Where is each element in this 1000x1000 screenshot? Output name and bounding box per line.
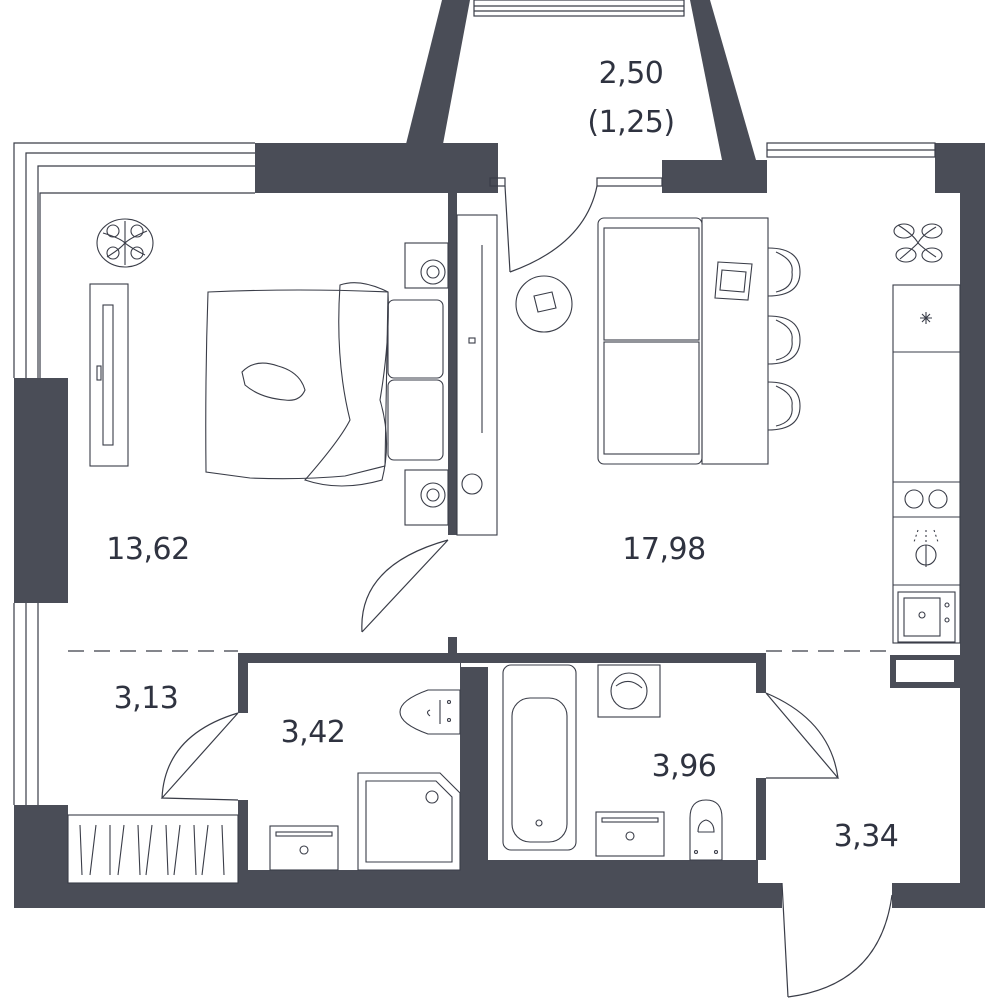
- door-bathroom: [765, 692, 840, 779]
- wall-wc-left-top: [238, 653, 248, 713]
- room-area-balcony: 2,50: [599, 56, 664, 91]
- bathtub-icon: [502, 664, 577, 851]
- plant-icon: [893, 223, 943, 263]
- wall-wc-bottom: [248, 870, 460, 883]
- wall-left-mid: [14, 378, 68, 603]
- wall-top-bedroom: [255, 143, 498, 193]
- nightstand-icon: [404, 242, 449, 526]
- bed-icon: [205, 282, 444, 487]
- laptop-icon: [714, 261, 753, 301]
- room-area-hallway: 3,34: [834, 819, 899, 854]
- area-labels: 2,50 (1,25) 13,62 17,98 3,13 3,42 3,96 3…: [106, 56, 899, 854]
- wall-partition-stub: [448, 637, 457, 653]
- side-table-icon: [515, 275, 573, 333]
- room-area-living-kitchen: 17,98: [622, 532, 705, 567]
- wall-bottom: [14, 883, 782, 908]
- wall-wc-right: [460, 653, 488, 883]
- tv-wall-icon: [456, 214, 498, 536]
- door-bedroom: [361, 539, 449, 633]
- cooktop-icon: [904, 489, 948, 509]
- faucet-icon: [913, 529, 939, 567]
- plant-icon: [96, 218, 154, 268]
- room-area-toilet-shower: 3,42: [281, 715, 346, 750]
- furniture: [67, 214, 961, 884]
- wall-bath-bottom: [488, 860, 758, 883]
- wardrobe-rack-icon: [67, 814, 239, 884]
- bar-stool-icon: [767, 247, 801, 431]
- window-bedroom-top: [13, 142, 255, 378]
- shower-tray-icon: [357, 772, 461, 871]
- wall-bath-right-bottom: [756, 778, 766, 860]
- room-area-wardrobe: 3,13: [114, 681, 179, 716]
- sink-icon: [269, 825, 339, 871]
- wall-niche-inner: [896, 660, 954, 682]
- room-area-bathroom: 3,96: [652, 749, 717, 784]
- wall-right: [960, 143, 985, 908]
- wall-wc-inner: [461, 663, 488, 667]
- door-entrance: [781, 882, 893, 998]
- toilet-icon: [399, 689, 461, 735]
- windows: [13, 0, 936, 805]
- doors: [160, 185, 893, 998]
- sink-icon: [897, 591, 956, 643]
- toilet-icon: [689, 799, 723, 861]
- wall-wc-top: [238, 653, 763, 663]
- balcony-wall-right: [690, 0, 756, 160]
- room-area-bedroom: 13,62: [106, 532, 189, 567]
- door-balcony: [504, 185, 598, 273]
- wall-partition-bedroom: [448, 193, 457, 535]
- window-balcony: [473, 0, 685, 17]
- sink-icon: [595, 811, 665, 857]
- balcony-wall-left: [402, 0, 470, 160]
- wall-bottom-right: [892, 883, 985, 908]
- wall-wc-left-bottom: [238, 800, 248, 890]
- tv-icon: [89, 283, 129, 467]
- wall-bath-right-top: [756, 653, 766, 693]
- sofa-icon: [597, 217, 703, 465]
- walls: [14, 0, 985, 908]
- wall-top-kitchen-left: [662, 160, 767, 193]
- washing-machine-icon: [597, 664, 661, 718]
- kitchen-counter-icon: [892, 284, 961, 644]
- bar-counter-icon: [701, 217, 769, 465]
- room-area-balcony-note: (1,25): [587, 105, 674, 140]
- door-wardrobe: [160, 712, 239, 801]
